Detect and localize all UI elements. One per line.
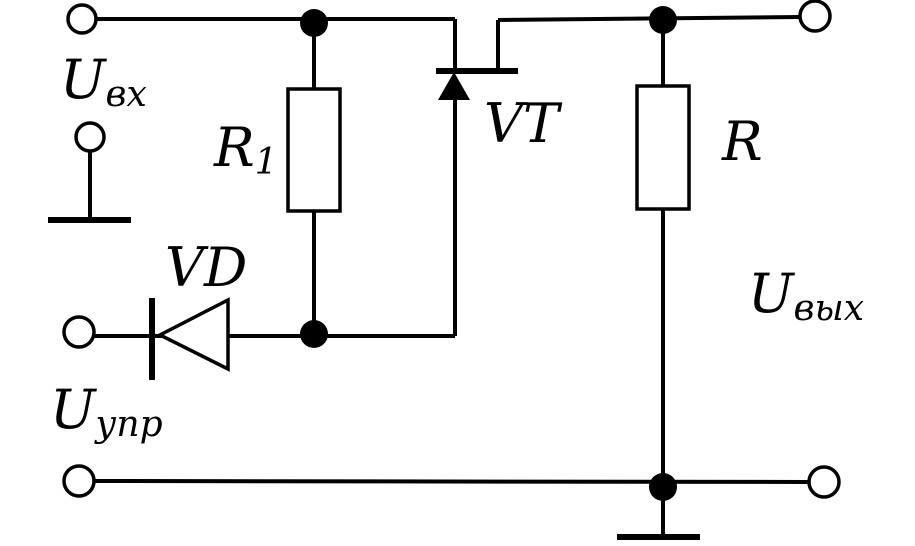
terminal-input-top [66,3,98,35]
resistor-r1 [286,87,342,213]
wire-output-top [497,15,801,22]
terminal-input-ground [74,121,106,153]
label-u-out: Uвых [748,262,864,329]
junction-r1-bottom [300,320,328,348]
label-vd: VD [165,236,247,299]
diode-triangle [156,297,230,372]
label-r: R [721,110,763,173]
resistor-r [635,84,691,211]
label-vt: VT [484,92,563,155]
label-u-in: Uвх [60,48,147,115]
terminal-control [62,315,96,349]
terminal-output-top [798,0,832,33]
thyristor-triangle [438,72,470,100]
label-u-ctrl: Uупр [50,378,163,445]
terminal-common-left [62,464,96,498]
junction-r-top [649,6,677,34]
junction-r-bottom [649,473,677,501]
junction-r1-top [300,9,328,37]
terminal-output-bottom [807,465,841,499]
label-r1: R1 [213,116,278,183]
wire-common-bottom [94,479,809,484]
